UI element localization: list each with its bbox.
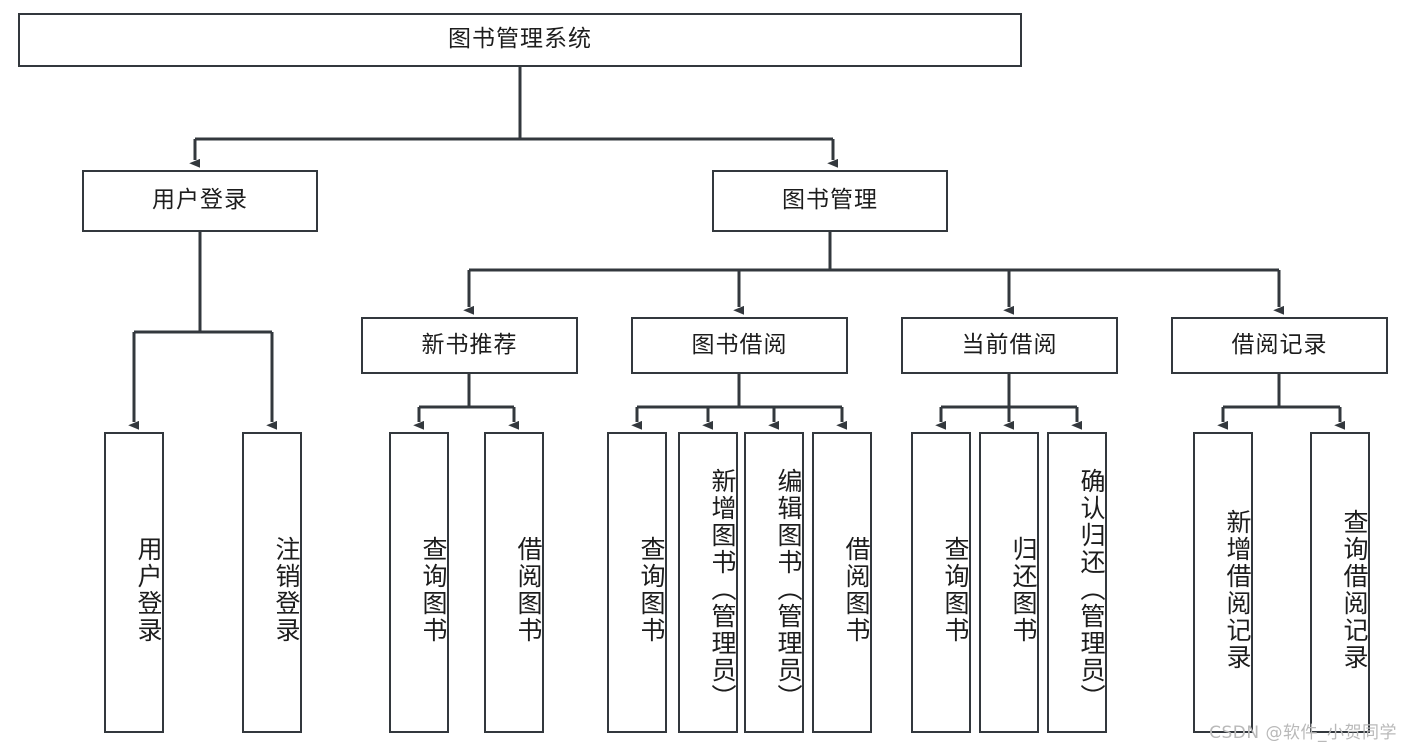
node-label: 查询借阅记录 <box>1340 508 1369 671</box>
node-label: 新书推荐 <box>421 331 518 358</box>
node-label: 用户登录 <box>152 187 248 214</box>
node-new-book-recommendation[interactable]: 新书推荐 <box>361 317 578 374</box>
node-label: 新增借阅记录 <box>1223 508 1252 671</box>
node-label: 新增图书（管理员） <box>708 468 737 711</box>
node-label: 编辑图书（管理员） <box>774 468 803 711</box>
node-leaf-add-book-admin[interactable]: 新增图书（管理员） <box>678 432 738 733</box>
node-borrow-record[interactable]: 借阅记录 <box>1171 317 1388 374</box>
node-label: 图书管理 <box>782 187 878 214</box>
node-root-book-management-system[interactable]: 图书管理系统 <box>18 13 1022 67</box>
node-leaf-edit-book-admin[interactable]: 编辑图书（管理员） <box>744 432 804 733</box>
node-label: 图书管理系统 <box>448 26 592 53</box>
node-user-login[interactable]: 用户登录 <box>82 170 318 232</box>
node-leaf-query-book-borrow[interactable]: 查询图书 <box>607 432 667 733</box>
node-leaf-query-book-newbook[interactable]: 查询图书 <box>389 432 449 733</box>
node-label: 确认归还（管理员） <box>1077 468 1106 711</box>
node-book-borrow[interactable]: 图书借阅 <box>631 317 848 374</box>
node-leaf-user-login[interactable]: 用户登录 <box>104 432 164 733</box>
node-leaf-return-book[interactable]: 归还图书 <box>979 432 1039 733</box>
node-label: 当前借阅 <box>961 331 1058 358</box>
node-label: 借阅图书 <box>842 535 871 644</box>
node-leaf-confirm-return-admin[interactable]: 确认归还（管理员） <box>1047 432 1107 733</box>
node-leaf-query-borrow-record[interactable]: 查询借阅记录 <box>1310 432 1370 733</box>
node-label: 借阅图书 <box>514 535 543 644</box>
node-label: 查询图书 <box>419 535 448 644</box>
node-current-borrow[interactable]: 当前借阅 <box>901 317 1118 374</box>
node-leaf-add-borrow-record[interactable]: 新增借阅记录 <box>1193 432 1253 733</box>
node-label: 借阅记录 <box>1231 331 1328 358</box>
node-label: 用户登录 <box>134 535 163 644</box>
node-label: 查询图书 <box>637 535 666 644</box>
node-label: 图书借阅 <box>691 331 788 358</box>
node-label: 注销登录 <box>272 535 301 644</box>
node-leaf-query-book-current[interactable]: 查询图书 <box>911 432 971 733</box>
node-label: 归还图书 <box>1009 535 1038 644</box>
node-leaf-logout[interactable]: 注销登录 <box>242 432 302 733</box>
node-leaf-borrow-book-newbook[interactable]: 借阅图书 <box>484 432 544 733</box>
node-book-management[interactable]: 图书管理 <box>712 170 948 232</box>
node-label: 查询图书 <box>941 535 970 644</box>
node-leaf-borrow-book[interactable]: 借阅图书 <box>812 432 872 733</box>
